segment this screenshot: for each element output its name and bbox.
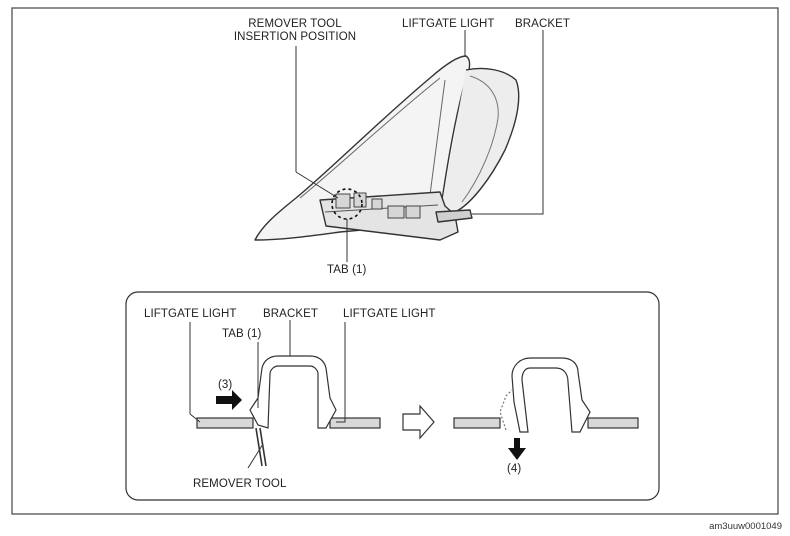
label-tab-detail: TAB (1)	[222, 328, 262, 340]
insertion-position-circle	[331, 188, 363, 220]
pull-arrow	[508, 438, 526, 460]
label-remover-tool-insertion-position: REMOVER TOOL INSERTION POSITION	[233, 18, 357, 43]
lower-leader-lines	[189, 320, 346, 469]
upper-leader-lines	[295, 30, 544, 262]
outer-border	[11, 7, 779, 515]
label-bracket-top: BRACKET	[515, 18, 571, 30]
label-step-4: (4)	[507, 463, 522, 475]
label-liftgate-light-top: LIFTGATE LIGHT	[402, 18, 495, 30]
liftgate-light-illustration	[254, 55, 520, 241]
figure-code: am3uuw0001049	[709, 521, 782, 532]
detail-left-scene	[196, 355, 381, 467]
label-liftgate-light-left: LIFTGATE LIGHT	[144, 308, 237, 320]
transition-arrow	[402, 404, 435, 440]
detail-right-scene	[453, 357, 639, 433]
label-liftgate-light-right: LIFTGATE LIGHT	[343, 308, 436, 320]
detail-box	[125, 291, 660, 501]
label-tab-top: TAB (1)	[327, 264, 367, 276]
label-bracket-detail: BRACKET	[263, 308, 319, 320]
label-step-3: (3)	[218, 379, 233, 391]
push-arrow	[216, 390, 242, 410]
label-remover-tool: REMOVER TOOL	[193, 478, 287, 490]
